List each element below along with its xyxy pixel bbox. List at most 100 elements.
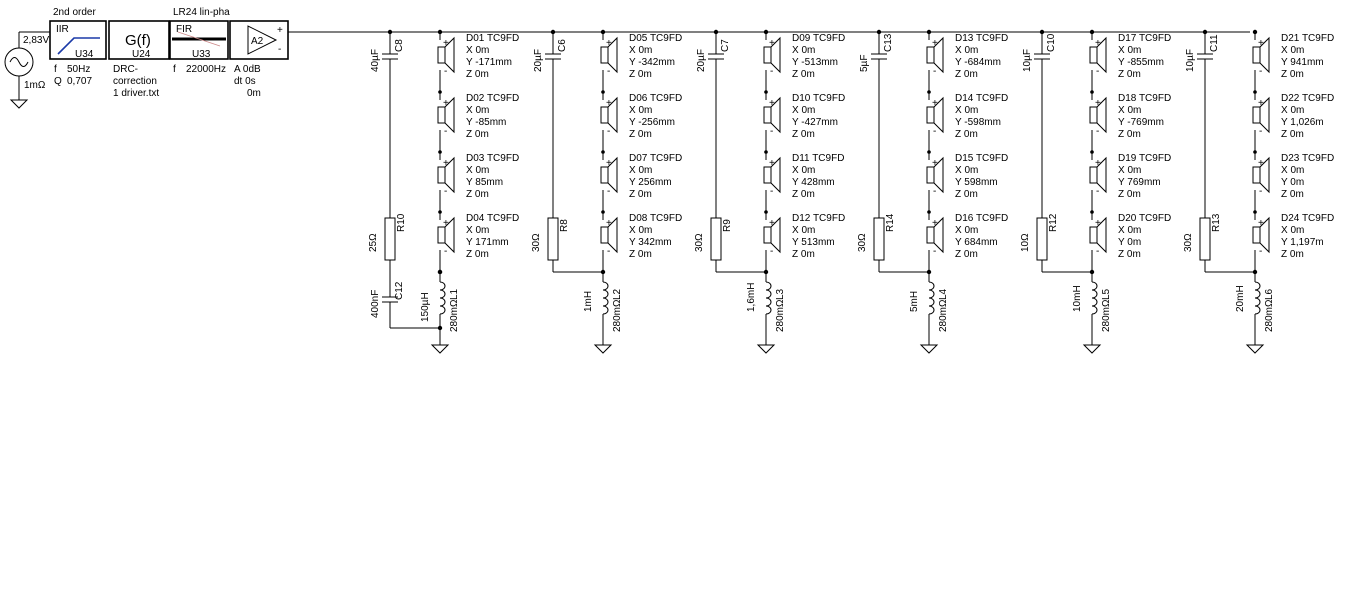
junction-dot xyxy=(437,29,443,35)
inductor-value: 10mH xyxy=(1072,285,1083,312)
driver-z: Z 0m xyxy=(1281,129,1304,140)
fir-filter-block[interactable]: LR24 lin-pha FIR U33 f 22000Hz xyxy=(169,7,230,75)
driver-minus: - xyxy=(1259,186,1262,197)
driver-y: Y -171mm xyxy=(466,57,512,68)
driver-z: Z 0m xyxy=(1118,129,1141,140)
driver-minus: - xyxy=(444,186,447,197)
driver-id: D12 TC9FD xyxy=(792,213,845,224)
driver-y: Y -598mm xyxy=(955,117,1001,128)
driver-plus: + xyxy=(1095,38,1101,49)
driver-x: X 0m xyxy=(629,45,652,56)
inductor-name: L5 xyxy=(1101,288,1112,300)
driver-x: X 0m xyxy=(629,165,652,176)
drc-block[interactable]: G(f) U24 DRC- correction 1 driver.txt xyxy=(108,20,170,99)
driver-minus: - xyxy=(1259,126,1262,137)
iir-filter-block[interactable]: 2nd order IIR U34 f 50Hz Q 0,707 xyxy=(49,7,107,87)
amp-dist: 0m xyxy=(247,88,261,99)
capacitor[interactable]: 5µF C13 xyxy=(859,29,894,218)
driver-y: Y -769mm xyxy=(1118,117,1164,128)
capacitor-value: 5µF xyxy=(859,55,870,72)
driver-x: X 0m xyxy=(955,225,978,236)
junction-dot xyxy=(438,210,442,214)
inductor-resistance: 280mΩ xyxy=(1101,299,1112,332)
driver-minus: - xyxy=(1096,186,1099,197)
driver-plus: + xyxy=(606,38,612,49)
resistor[interactable]: 30Ω R8 xyxy=(531,217,570,261)
driver-z: Z 0m xyxy=(1118,69,1141,80)
driver-minus: - xyxy=(607,66,610,77)
driver-plus: + xyxy=(1258,158,1264,169)
driver-minus: - xyxy=(1096,66,1099,77)
driver-z: Z 0m xyxy=(466,249,489,260)
driver-x: X 0m xyxy=(792,225,815,236)
junction-dot xyxy=(438,90,442,94)
driver-x: X 0m xyxy=(792,105,815,116)
driver-id: D02 TC9FD xyxy=(466,93,519,104)
driver-x: X 0m xyxy=(792,165,815,176)
amp-name: A2 xyxy=(251,36,264,47)
driver-x: X 0m xyxy=(1281,225,1304,236)
junction-dot xyxy=(601,150,605,154)
driver-id: D09 TC9FD xyxy=(792,33,845,44)
driver-id: D06 TC9FD xyxy=(629,93,682,104)
resistor-value: 30Ω xyxy=(531,233,542,252)
iir-f-label: f xyxy=(54,64,57,75)
driver-minus: - xyxy=(933,126,936,137)
driver-y: Y -342mm xyxy=(629,57,675,68)
amplifier-block[interactable]: A2 + - A 0dB dt 0s 0m xyxy=(229,20,289,99)
voltage-source[interactable]: 2,83V 1mΩ xyxy=(4,31,50,109)
driver-id: D10 TC9FD xyxy=(792,93,845,104)
resistor-value: 30Ω xyxy=(857,233,868,252)
driver-z: Z 0m xyxy=(466,129,489,140)
driver-minus: - xyxy=(933,66,936,77)
driver-plus: + xyxy=(443,98,449,109)
driver-y: Y 598mm xyxy=(955,177,998,188)
resistor-name: R8 xyxy=(559,219,570,232)
driver-x: X 0m xyxy=(1281,165,1304,176)
capacitor-name: C13 xyxy=(883,33,894,52)
